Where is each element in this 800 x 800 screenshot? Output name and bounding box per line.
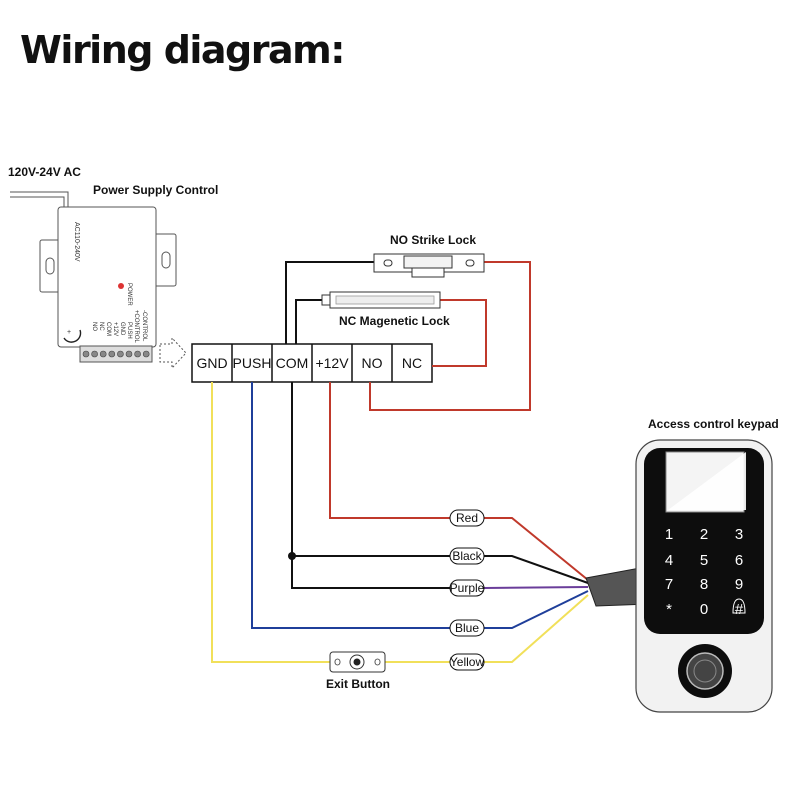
wire-purple-keypad xyxy=(483,586,589,589)
exit-button-label: Exit Button xyxy=(326,677,390,691)
key-6[interactable]: 6 xyxy=(735,552,743,569)
ps-mount-hole xyxy=(161,251,171,269)
key-2[interactable]: 2 xyxy=(700,526,708,543)
ac-input-wire xyxy=(10,191,69,208)
key-star[interactable]: * xyxy=(666,601,672,618)
wire-label-badge xyxy=(449,509,485,527)
key-hash[interactable]: # xyxy=(735,601,744,618)
wire-black-com xyxy=(291,382,450,589)
key-5[interactable]: 5 xyxy=(700,552,708,569)
wire-yellow-keypad xyxy=(484,594,589,663)
ps-model-text: AC110-240V xyxy=(73,222,80,262)
terminal-push: PUSH xyxy=(233,355,272,371)
wire-label-black: Black xyxy=(452,549,482,563)
wire-junction xyxy=(288,552,296,560)
key-4[interactable]: 4 xyxy=(665,552,673,569)
wire-label-badge xyxy=(449,547,485,565)
wire-black-keypad xyxy=(484,555,589,584)
wire-yellow-gnd xyxy=(211,382,330,663)
ps-earth-icon: + xyxy=(67,329,71,336)
ps-terminal-screws xyxy=(82,350,150,358)
magnetic-lock-label: NC Magenetic Lock xyxy=(339,314,450,328)
ps-terminal-label: +12V xyxy=(112,322,118,336)
ps-terminal-label: -CONTROL xyxy=(141,310,147,342)
wire-red-keypad xyxy=(484,517,589,581)
keypad-label: Access control keypad xyxy=(648,417,779,431)
key-8[interactable]: 8 xyxy=(700,576,708,593)
wire-red-nc xyxy=(432,299,487,367)
terminal-screw xyxy=(99,350,107,358)
terminal-screw xyxy=(91,350,98,358)
ps-terminal-block xyxy=(79,345,153,363)
ps-earth-icon xyxy=(63,329,82,343)
ac-input-wire xyxy=(10,196,65,208)
terminal-screw xyxy=(82,350,90,358)
wire-blue-keypad xyxy=(484,590,589,629)
power-supply-unit: AC110-240V POWER NO NC COM +12V GND PUSH… xyxy=(39,206,187,370)
key-3[interactable]: 3 xyxy=(735,526,743,543)
key-0[interactable]: 0 xyxy=(700,601,708,618)
strike-lock-label: NO Strike Lock xyxy=(390,233,476,247)
wire-label-yellow: Yellow xyxy=(450,655,485,669)
wire-black-maglock xyxy=(295,299,330,344)
ps-terminal-label: GND xyxy=(119,322,125,336)
arrow-icon xyxy=(159,336,187,370)
wire-red-12v xyxy=(329,382,450,519)
fingerprint-icon xyxy=(686,652,724,690)
terminal-12v: +12V xyxy=(315,355,349,371)
terminal-nc: NC xyxy=(402,355,422,371)
magnetic-lock xyxy=(321,291,441,309)
wire-label-red: Red xyxy=(456,511,478,525)
strike-body xyxy=(403,255,453,269)
key-9[interactable]: 9 xyxy=(735,576,743,593)
exit-button-device xyxy=(329,651,386,673)
access-keypad: 1 2 3 4 5 6 7 8 9 * 0 # xyxy=(635,439,773,713)
power-input-label: 120V-24V AC xyxy=(8,165,81,179)
key-1[interactable]: 1 xyxy=(665,526,673,543)
key-7[interactable]: 7 xyxy=(665,576,673,593)
terminal-screw xyxy=(117,350,124,358)
ps-terminal-label: COM xyxy=(105,322,111,336)
bell-icon xyxy=(732,598,746,614)
terminal-gnd: GND xyxy=(196,355,227,371)
wire-label-badge xyxy=(449,579,485,597)
terminal-screw xyxy=(134,350,141,358)
ps-mount-hole xyxy=(45,257,55,275)
power-led-label: POWER xyxy=(126,283,132,306)
ps-terminal-label: PUSH xyxy=(126,322,132,339)
power-led xyxy=(118,283,124,289)
terminal-screw xyxy=(142,350,150,358)
strike-lock xyxy=(373,253,485,278)
wire-label-badge xyxy=(449,619,485,637)
wire-blue-push xyxy=(251,382,450,629)
wire-label-purple: Purple xyxy=(450,581,485,595)
terminal-no: NO xyxy=(362,355,383,371)
page-title: Wiring diagram: xyxy=(20,28,344,72)
wire-red-no xyxy=(369,261,531,411)
ps-terminal-label: +CONTROL xyxy=(133,310,139,344)
terminal-strip: GND PUSH COM +12V NO NC xyxy=(191,343,433,383)
wire-label-blue: Blue xyxy=(455,621,479,635)
power-supply-label: Power Supply Control xyxy=(93,183,218,197)
wire-black-strike xyxy=(285,261,374,344)
terminal-com: COM xyxy=(276,355,309,371)
terminal-screw xyxy=(125,350,133,358)
ps-terminal-label: NO xyxy=(91,322,97,331)
ps-terminal-label: NC xyxy=(98,322,104,331)
wire-label-badge xyxy=(449,653,485,671)
terminal-screw xyxy=(108,350,116,358)
